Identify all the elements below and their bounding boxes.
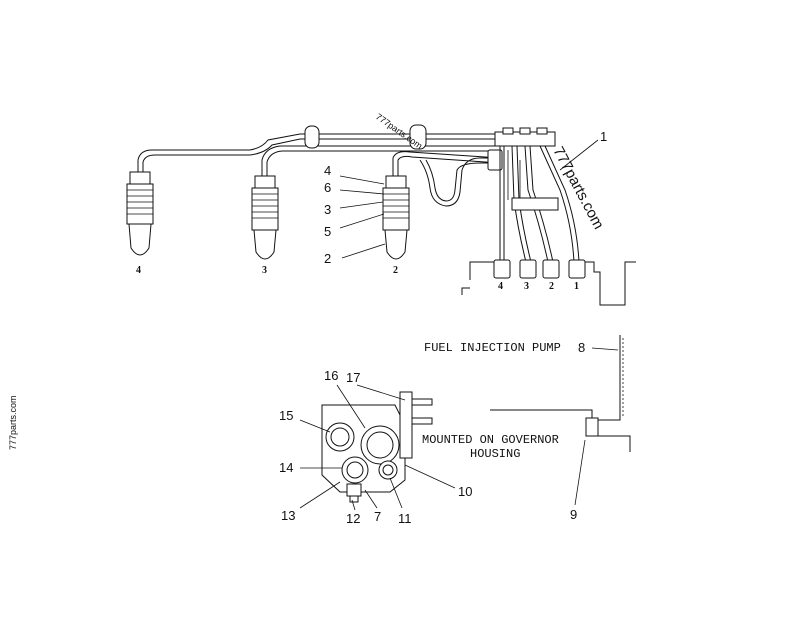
callout-numbers: 1 4 6 3 5 2 8 16 17 15 14 10 13 12 7 11 … [279,129,607,526]
callout-7: 7 [374,509,381,524]
callout-10: 10 [458,484,472,499]
mounted-label-line2: HOUSING [470,447,520,461]
nozzle-4-label: 4 [136,265,141,276]
nozzle-3 [251,175,279,260]
callout-3: 3 [324,202,331,217]
fuel-lines [137,124,580,263]
mounted-label-line1: MOUNTED ON GOVERNOR [422,433,559,447]
callout-9: 9 [570,507,577,522]
pump-outlets [461,259,636,306]
nozzle-3-label: 3 [262,265,267,276]
callout-14: 14 [279,460,293,475]
watermark-side: 777parts.com [8,395,18,450]
callout-16: 16 [324,368,338,383]
callout-15: 15 [279,408,293,423]
cylinder-numbers: 4 3 2 4 3 2 1 [136,265,579,292]
callout-5: 5 [324,224,331,239]
governor-bracket [490,335,631,452]
callout-17: 17 [346,370,360,385]
nozzle-2 [382,175,410,260]
valve-assembly [321,391,433,503]
watermark-main: 777parts.com [549,144,607,232]
callout-12: 12 [346,511,360,526]
callout-4: 4 [324,163,331,178]
callout-1: 1 [600,129,607,144]
callout-11: 11 [398,511,412,526]
outlet-3-label: 3 [524,281,529,292]
outlet-1-label: 1 [574,281,579,292]
callout-6: 6 [324,180,331,195]
outlet-2-label: 2 [549,281,554,292]
callout-2: 2 [324,251,331,266]
callout-13: 13 [281,508,295,523]
nozzle-4 [126,171,154,256]
fuel-injection-pump-label: FUEL INJECTION PUMP [424,341,561,355]
leader-lines [299,139,619,511]
outlet-4-label: 4 [498,281,503,292]
nozzle-2-label: 2 [393,265,398,276]
callout-8: 8 [578,340,585,355]
